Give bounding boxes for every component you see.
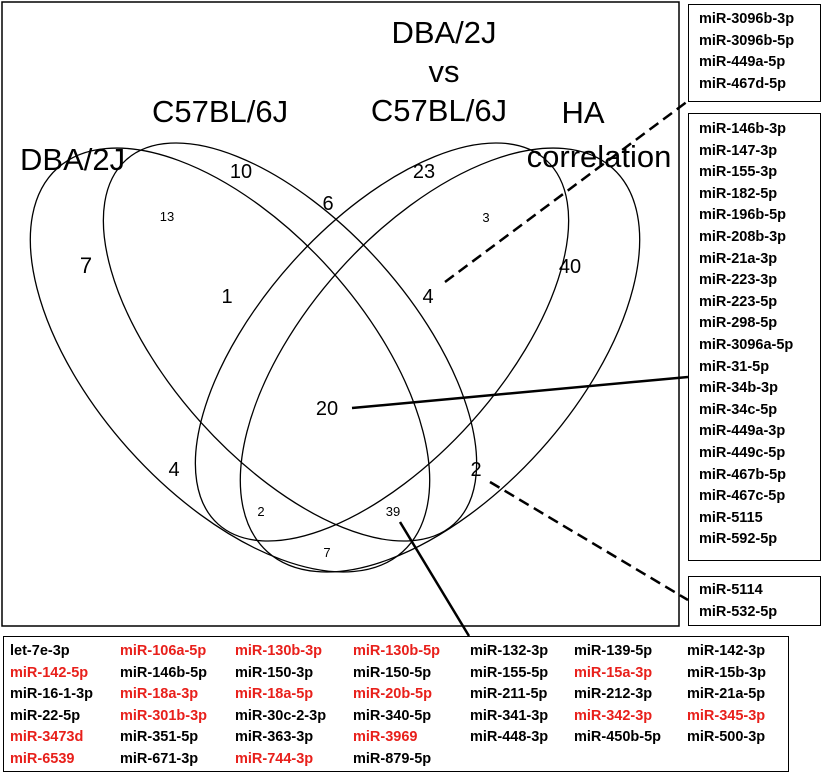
mirna-item: miR-147-3p (699, 142, 778, 159)
mirna-item: miR-3969 (353, 729, 418, 746)
count-dba-c57-ha: 2 (257, 504, 264, 519)
mirna-item: miR-211-5p (470, 686, 548, 703)
mirna-item: miR-106a-5p (120, 643, 207, 659)
mirna-item: miR-879-5p (353, 750, 432, 767)
mirna-item: miR-34b-3p (699, 380, 778, 397)
label-dba: DBA/2J (20, 142, 125, 177)
mirna-item: miR-150-5p (353, 664, 432, 681)
mirna-item: miR-30c-2-3p (235, 707, 327, 724)
mirna-item: miR-449a-5p (699, 54, 786, 71)
mirna-item: miR-130b-3p (235, 643, 323, 659)
count-dba-vs: 4 (168, 459, 179, 481)
label-vs-line3: C57BL/6J (371, 93, 507, 128)
mirna-list-bottom-grid: let-7e-3p miR-106a-5p miR-130b-3p miR-130b-… (10, 641, 788, 771)
ellipse-dba (29, 147, 431, 573)
mirna-item: miR-212-3p (574, 686, 653, 703)
mirna-item: miR-467c-5p (699, 488, 786, 505)
count-ha-only: 40 (559, 256, 581, 278)
mirna-item: miR-146b-5p (120, 664, 208, 681)
ellipse-dba-vs-c57 (194, 142, 570, 542)
count-dba-only: 7 (80, 253, 92, 278)
mirna-item: miR-20b-5p (353, 686, 432, 703)
mirna-item: miR-196b-5p (699, 207, 787, 224)
mirna-list-top: miR-3096b-3p miR-3096b-5p miR-449a-5p miR-4… (688, 4, 821, 102)
connector-to-mid-list (351, 375, 689, 410)
mirna-item: miR-298-5p (699, 315, 778, 332)
label-vs-line2: vs (429, 54, 460, 89)
mirna-item: miR-31-5p (699, 358, 770, 375)
mirna-item: miR-18a-5p (235, 686, 314, 703)
mirna-item: miR-22-5p (10, 707, 81, 724)
mirna-list-small: miR-5114 miR-532-5p (688, 576, 821, 626)
mirna-item: miR-3096a-5p (699, 336, 794, 353)
connector-to-bottom-list (398, 521, 471, 637)
mirna-item: miR-15a-3p (574, 664, 653, 681)
mirna-item: miR-130b-5p (353, 643, 441, 659)
mirna-item: miR-16-1-3p (10, 686, 93, 703)
mirna-item: miR-34c-5p (699, 401, 778, 418)
count-c57-ha: 2 (470, 459, 481, 481)
mirna-item: miR-301b-3p (120, 707, 208, 724)
mirna-item: miR-18a-3p (120, 686, 199, 703)
ellipse-ha-correlation (239, 147, 641, 573)
count-dba-ha: 7 (323, 545, 330, 560)
mirna-item: miR-532-5p (699, 603, 778, 620)
label-c57: C57BL/6J (152, 94, 288, 129)
mirna-item: miR-142-5p (10, 664, 89, 681)
mirna-item: miR-592-5p (699, 531, 778, 548)
mirna-item: miR-467b-5p (699, 466, 787, 483)
count-c57-vs: 6 (322, 193, 333, 215)
count-c57-vs-ha: 4 (422, 286, 433, 308)
mirna-item: miR-182-5p (699, 185, 778, 202)
mirna-item: miR-340-5p (353, 707, 432, 724)
mirna-item: miR-3096b-3p (699, 11, 795, 27)
mirna-item: miR-142-3p (687, 643, 766, 659)
mirna-item: miR-448-3p (470, 729, 549, 746)
count-dba-c57: 13 (160, 209, 174, 224)
mirna-item: miR-500-3p (687, 729, 766, 746)
count-dba-c57-vs: 1 (221, 286, 232, 308)
count-dba-vs-ha: 39 (386, 504, 400, 519)
mirna-item: miR-744-3p (235, 750, 314, 767)
mirna-item: miR-3473d (10, 729, 84, 746)
mirna-item: miR-341-3p (470, 707, 549, 724)
mirna-item: miR-363-3p (235, 729, 314, 746)
mirna-item: miR-345-3p (687, 707, 766, 724)
mirna-item: miR-150-3p (235, 664, 314, 681)
count-all-four: 20 (316, 398, 338, 420)
label-ha-line1: HA (561, 95, 604, 130)
mirna-item: miR-15b-3p (687, 664, 766, 681)
mirna-item: miR-155-3p (699, 164, 778, 181)
mirna-list-bottom: let-7e-3p miR-106a-5p miR-130b-3p miR-130b-… (3, 636, 789, 772)
mirna-item: miR-6539 (10, 750, 75, 767)
mirna-item: miR-5115 (699, 509, 763, 526)
mirna-item: miR-21a-3p (699, 250, 778, 267)
diagram-frame (1, 1, 680, 627)
mirna-item: miR-449a-3p (699, 423, 786, 440)
mirna-item: miR-208b-3p (699, 228, 787, 245)
mirna-item: miR-223-3p (699, 272, 778, 289)
mirna-item: let-7e-3p (10, 643, 70, 659)
count-vs-ha: 3 (482, 210, 489, 225)
mirna-item: miR-3096b-5p (699, 32, 795, 49)
mirna-item: miR-223-5p (699, 293, 778, 310)
mirna-item: miR-155-5p (470, 664, 549, 681)
mirna-item: miR-467d-5p (699, 75, 787, 92)
mirna-item: miR-450b-5p (574, 729, 662, 746)
count-vs-only: 23 (413, 161, 435, 183)
mirna-item: miR-5114 (699, 582, 763, 598)
mirna-item: miR-671-3p (120, 750, 199, 767)
mirna-item: miR-146b-3p (699, 121, 787, 137)
mirna-item: miR-139-5p (574, 643, 653, 659)
mirna-list-middle: miR-146b-3p miR-147-3p miR-155-3p miR-182-5… (688, 113, 821, 561)
mirna-item: miR-449c-5p (699, 444, 786, 461)
connector-to-small-list (489, 480, 689, 602)
mirna-item: miR-132-3p (470, 643, 549, 659)
mirna-item: miR-351-5p (120, 729, 199, 746)
count-c57-only: 10 (230, 161, 252, 183)
label-vs-line1: DBA/2J (391, 15, 496, 50)
mirna-item: miR-21a-5p (687, 686, 766, 703)
mirna-item: miR-342-3p (574, 707, 653, 724)
